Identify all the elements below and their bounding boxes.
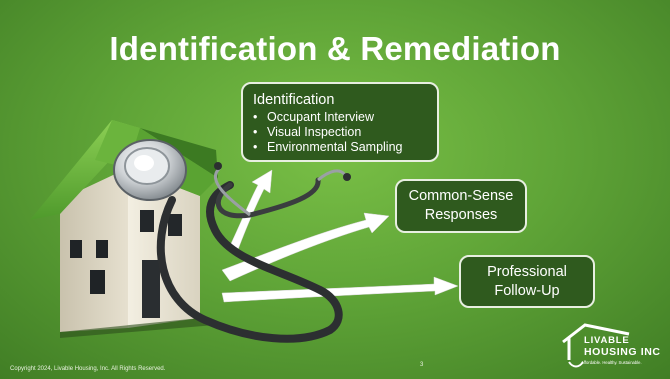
identification-list: Occupant Interview Visual Inspection Env…	[253, 110, 437, 155]
bullet-occupant-interview: Occupant Interview	[253, 110, 437, 125]
stethoscope-icon	[113, 139, 351, 343]
professional-line1: Professional	[487, 263, 567, 280]
professional-line2: Follow-Up	[494, 282, 560, 299]
identification-heading: Identification	[253, 92, 335, 108]
bullet-visual-inspection: Visual Inspection	[253, 125, 437, 140]
bullet-environmental-sampling: Environmental Sampling	[253, 140, 437, 155]
logo-line2: HOUSING INC	[584, 346, 661, 358]
house-outline-logo-icon	[562, 323, 630, 368]
arrow-to-professional	[221, 276, 459, 303]
copyright-footer: Copyright 2024, Livable Housing, Inc. Al…	[10, 366, 166, 372]
page-number: 3	[420, 362, 424, 368]
professional-follow-up-box: Professional Follow-Up	[459, 255, 595, 308]
identification-box: Identification Occupant Interview Visual…	[241, 82, 439, 162]
logo-tagline: Affordable. Healthy. Sustainable.	[581, 360, 642, 365]
logo-line1: LIVABLE	[584, 335, 630, 346]
house-icon	[30, 120, 218, 338]
common-sense-responses-box: Common-Sense Responses	[395, 179, 527, 233]
common-sense-line2: Responses	[424, 207, 498, 223]
slide-title: Identification & Remediation	[109, 30, 561, 67]
common-sense-line1: Common-Sense	[408, 188, 514, 204]
livable-housing-logo: LIVABLE HOUSING INC Affordable. Healthy.…	[559, 322, 663, 374]
